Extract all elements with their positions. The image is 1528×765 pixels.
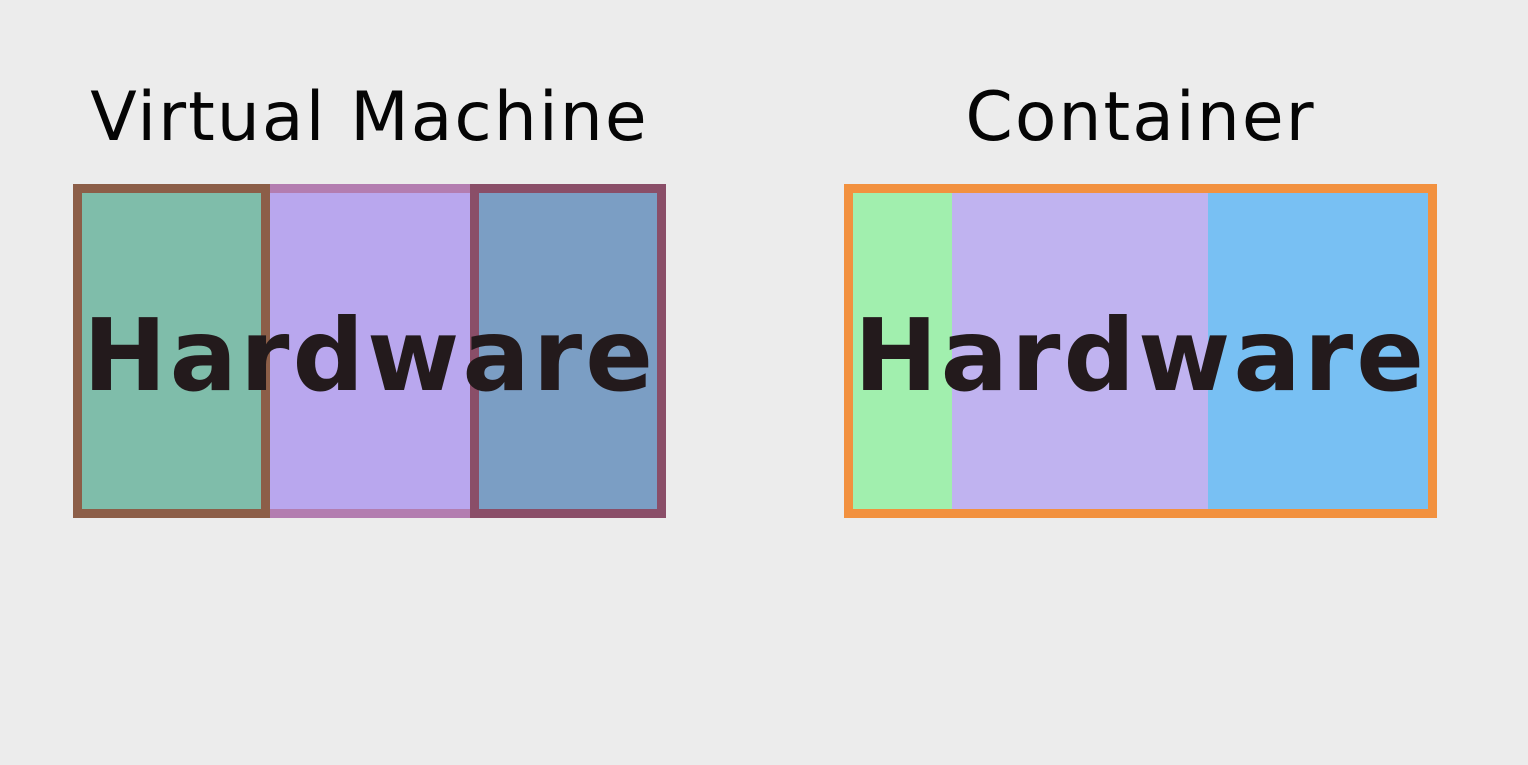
vm-segment-3 <box>470 184 666 518</box>
container-segment-2 <box>952 193 1208 509</box>
vm-segment-1 <box>73 184 270 518</box>
container-title: Container <box>965 78 1316 157</box>
container-diagram: Hardware <box>844 184 1437 518</box>
vm-hardware-label: Hardware <box>82 296 657 414</box>
virtual-machine-diagram: Hardware <box>73 184 666 518</box>
container-segment-1 <box>853 193 952 509</box>
container-segment-3 <box>1208 193 1428 509</box>
virtual-machine-title: Virtual Machine <box>90 78 649 157</box>
container-hardware-label: Hardware <box>853 296 1428 414</box>
vm-segment-2 <box>270 184 470 518</box>
